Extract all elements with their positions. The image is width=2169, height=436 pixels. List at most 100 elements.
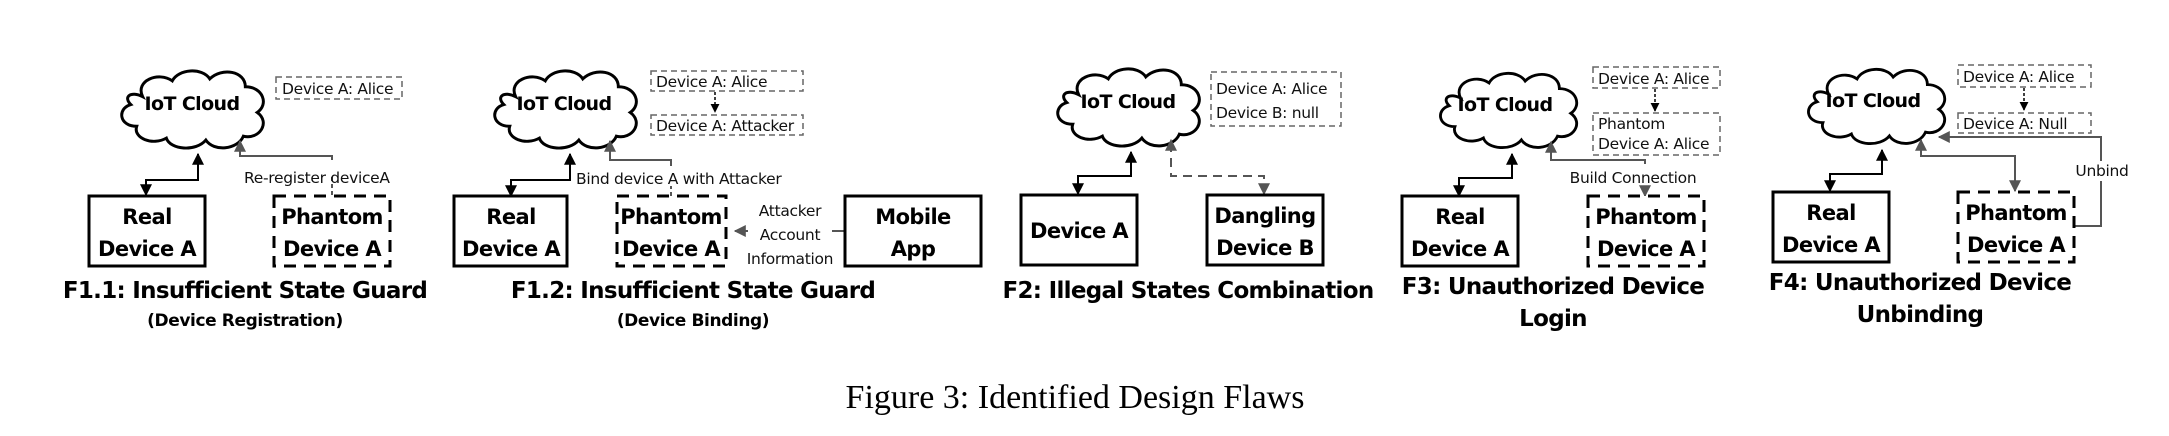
mobile-app-box — [843, 194, 983, 268]
device-label-line1: Phantom — [1965, 201, 2067, 225]
phantom-device-box — [615, 194, 728, 268]
state-label: Device A: Attacker — [656, 117, 795, 135]
state-record: Device A: Alice Device B: null — [1210, 71, 1342, 127]
state-label: Device A: Alice — [1598, 70, 1709, 88]
real-device-box — [1400, 194, 1520, 268]
state-label: Device B: null — [1216, 104, 1319, 122]
panel-subtitle: Login — [1519, 306, 1587, 332]
device-label-line2: Device A — [1967, 233, 2066, 257]
device-label-line2: Device A — [622, 237, 721, 261]
device-label-line1: Phantom — [620, 205, 722, 229]
iot-cloud: IoT Cloud — [1438, 71, 1579, 150]
account-info-label-line3: Information — [747, 250, 833, 268]
state-record-before: Device A: Alice — [1592, 66, 1721, 89]
device-label-line1: Phantom — [281, 205, 383, 229]
phantom-device-a: Phantom Device A — [1956, 190, 2076, 264]
device-label-line1: Real — [122, 205, 171, 229]
device-label-line2: Device B — [1216, 236, 1314, 260]
unbind-label: Unbind — [2075, 162, 2128, 180]
state-box — [1592, 66, 1721, 89]
reregister-label: Re-register deviceA — [244, 169, 390, 187]
device-label-line1: Device A — [1030, 219, 1129, 243]
state-box — [1957, 64, 2092, 88]
dangling-device-box — [1205, 193, 1325, 267]
panel-subtitle: Unbinding — [1857, 302, 1984, 328]
build-connection-label: Build Connection — [1570, 169, 1697, 187]
panel-f4: IoT Cloud Device A: Alice Device A: Null… — [1769, 64, 2129, 328]
panel-title: F1.1: Insufficient State Guard — [63, 278, 427, 304]
device-label-line2: App — [891, 237, 936, 261]
unbind-arrow — [1937, 131, 2102, 227]
iot-cloud: IoT Cloud — [493, 69, 638, 150]
panel-title: F1.2: Insufficient State Guard — [511, 278, 875, 304]
panel-subtitle: (Device Binding) — [617, 311, 769, 331]
panel-subtitle: (Device Registration) — [147, 311, 343, 331]
panel-title: F3: Unauthorized Device — [1402, 274, 1705, 300]
cloud-label: IoT Cloud — [1826, 90, 1921, 112]
iot-cloud: IoT Cloud — [1806, 67, 1947, 146]
state-label: Device A: Alice — [1598, 135, 1709, 153]
device-label-line2: Device A — [1411, 237, 1510, 261]
build-connection-arrow-up — [1545, 140, 1646, 164]
real-device-box — [87, 194, 207, 268]
state-label: Device A: Alice — [1963, 68, 2074, 86]
device-label-line2: Device A — [462, 237, 561, 261]
phantom-device-cloud-connection — [1915, 138, 2021, 193]
cloud-label: IoT Cloud — [1458, 94, 1553, 116]
cloud-label: IoT Cloud — [145, 93, 240, 115]
cloud-label: IoT Cloud — [1081, 91, 1176, 113]
bind-arrow — [604, 139, 672, 166]
real-device-cloud-connection — [140, 152, 204, 197]
phantom-device-box — [1586, 194, 1706, 268]
state-record-after: Device A: Null — [1957, 112, 2092, 134]
device-box — [1019, 193, 1139, 267]
real-device-cloud-connection — [505, 152, 576, 198]
state-record-before: Device A: Alice — [1957, 64, 2092, 88]
state-record-before: Device A: Alice — [650, 70, 804, 92]
state-record: Device A: Alice — [275, 76, 403, 100]
state-label: Phantom — [1598, 115, 1665, 133]
phantom-device-box — [1956, 190, 2076, 264]
state-box — [275, 76, 403, 100]
cloud-label: IoT Cloud — [517, 93, 612, 115]
panel-title: F4: Unauthorized Device — [1769, 270, 2072, 296]
account-info-label-line2: Account — [760, 226, 821, 244]
dangling-device-connection — [1165, 138, 1270, 196]
state-box — [650, 114, 804, 136]
device-label-line1: Real — [486, 205, 535, 229]
state-record-after: Phantom Device A: Alice — [1592, 112, 1721, 156]
state-label: Device A: Alice — [282, 80, 393, 98]
device-label-line1: Dangling — [1214, 204, 1315, 228]
state-box — [1592, 112, 1721, 156]
device-label-line1: Real — [1435, 205, 1484, 229]
real-device-a: Real Device A — [452, 194, 569, 268]
dangling-device-b: Dangling Device B — [1205, 193, 1325, 267]
device-label-line2: Device A — [1597, 237, 1696, 261]
phantom-device-a: Phantom Device A — [1586, 194, 1706, 268]
device-label-line1: Mobile — [875, 205, 951, 229]
device-label-line1: Phantom — [1595, 205, 1697, 229]
device-label-line2: Device A — [283, 237, 382, 261]
bind-label: Bind device A with Attacker — [576, 170, 782, 188]
mobile-app: Mobile App — [843, 194, 983, 268]
panel-title: F2: Illegal States Combination — [1002, 278, 1373, 304]
device-label-line2: Device A — [98, 237, 197, 261]
state-box — [650, 70, 804, 92]
iot-cloud: IoT Cloud — [1056, 67, 1201, 148]
device-label-line2: Device A — [1782, 233, 1881, 257]
panel-f1-1: IoT Cloud Device A: Alice Re-register de… — [63, 69, 428, 331]
real-device-a: Real Device A — [1400, 194, 1520, 268]
real-device-box — [452, 194, 569, 268]
reregister-arrow — [234, 139, 333, 160]
real-device-box — [1771, 190, 1891, 264]
figure-caption: Figure 3: Identified Design Flaws — [846, 379, 1305, 416]
state-label: Device A: Null — [1963, 115, 2067, 133]
state-record-after: Device A: Attacker — [650, 114, 804, 136]
phantom-device-box — [272, 194, 392, 268]
state-box — [1210, 71, 1342, 127]
unbind-label-bg — [2079, 161, 2125, 181]
real-device-cloud-connection — [1824, 148, 1888, 193]
panel-f2: IoT Cloud Device A: Alice Device B: null… — [1002, 67, 1374, 304]
device-a: Device A — [1019, 193, 1139, 267]
